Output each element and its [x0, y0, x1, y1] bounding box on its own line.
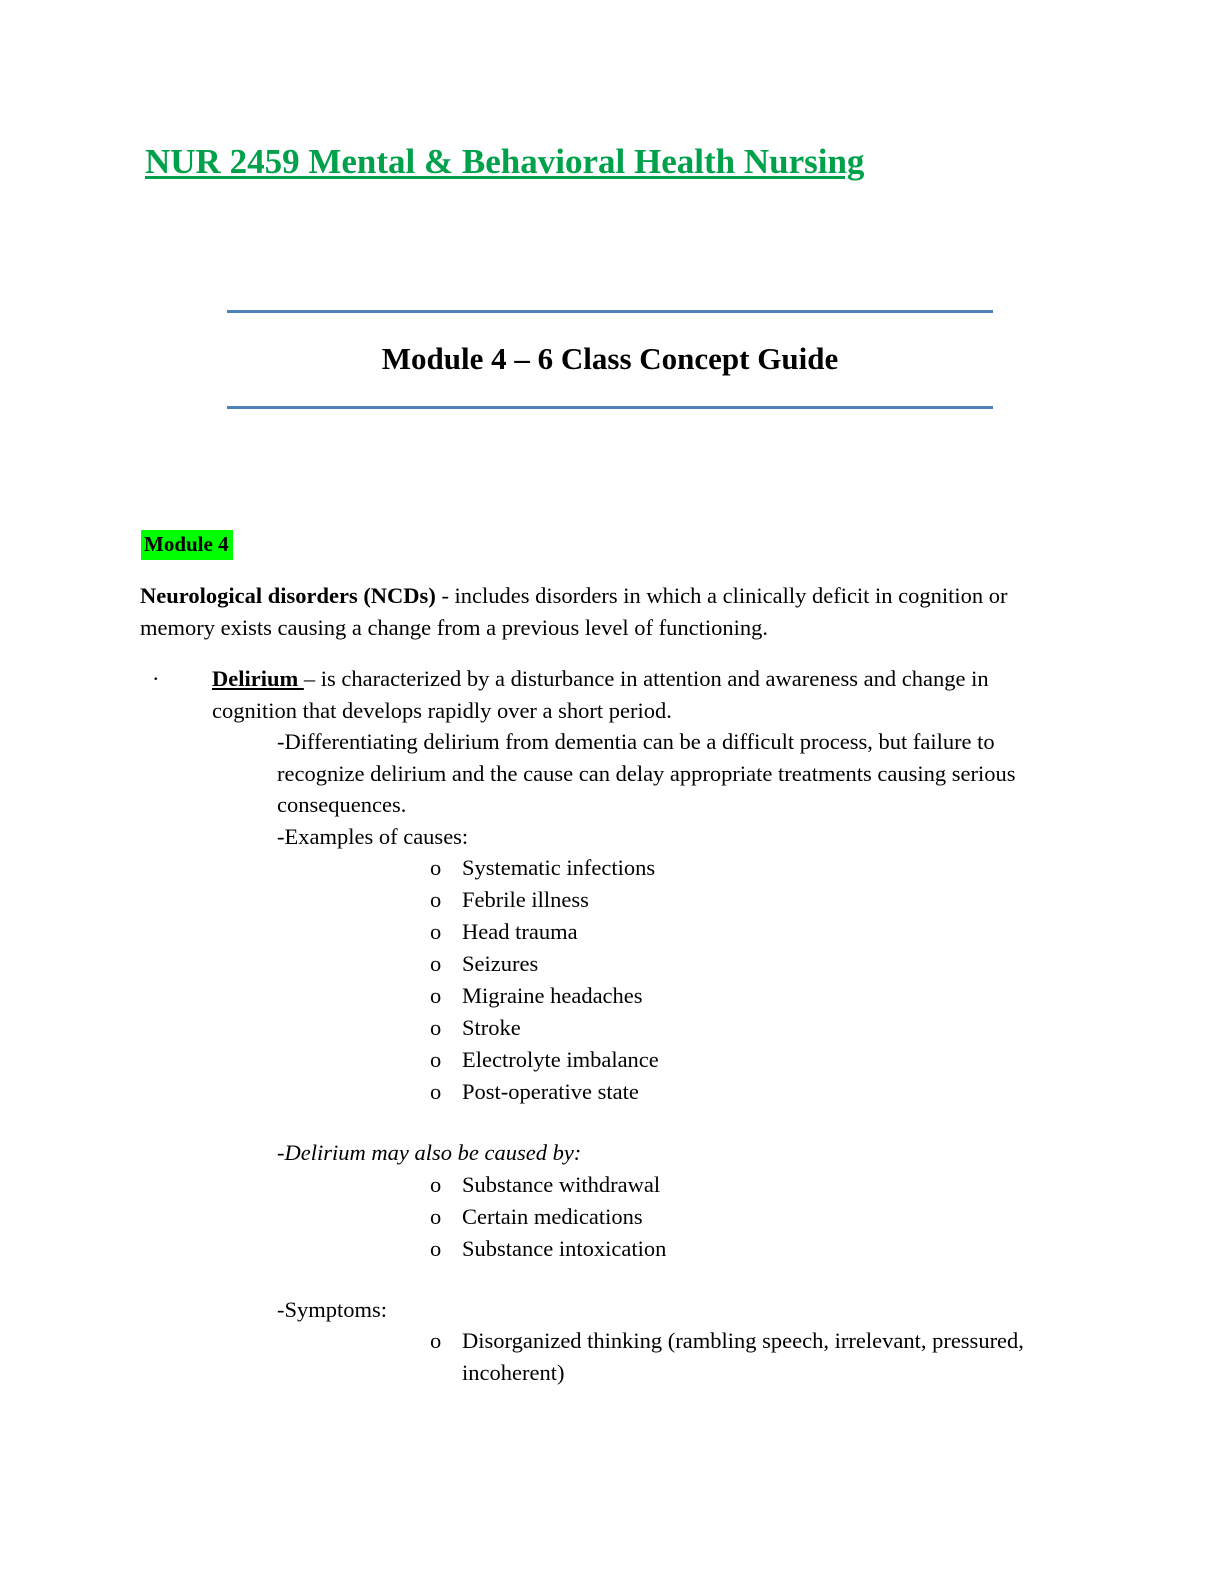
- list-item-label: Substance withdrawal: [462, 1171, 661, 1197]
- subsection-differentiating-label: -Differentiating delirium from dementia …: [277, 729, 1016, 817]
- o-bullet-icon: o: [430, 887, 442, 912]
- ncd-term: Neurological disorders (NCDs): [140, 583, 436, 608]
- list-item-label: Febrile illness: [462, 887, 589, 912]
- ncd-definition-paragraph: Neurological disorders (NCDs) - includes…: [140, 580, 1070, 643]
- cover-heading: Module 4 – 6 Class Concept Guide: [381, 341, 839, 376]
- o-bullet-icon: o: [430, 855, 442, 880]
- list-item: o Head trauma: [430, 916, 1070, 948]
- module-tag: Module 4: [141, 530, 233, 560]
- divider-bottom: [227, 406, 993, 409]
- o-bullet-icon: o: [430, 1235, 442, 1261]
- list-item: o Post-operative state: [430, 1076, 1070, 1108]
- list-item: o Substance intoxication: [430, 1233, 1070, 1265]
- module-tag-row: Module 4: [140, 528, 1070, 560]
- o-bullet-icon: o: [430, 1079, 442, 1104]
- list-item-label: Systematic infections: [462, 855, 656, 880]
- o-bullet-icon: o: [430, 1328, 442, 1353]
- o-bullet-icon: o: [430, 951, 442, 976]
- o-bullet-icon: o: [430, 1171, 442, 1197]
- list-item-label: Head trauma: [462, 919, 578, 944]
- list-item-label: Electrolyte imbalance: [462, 1047, 659, 1072]
- page-title: NUR 2459 Mental & Behavioral Health Nurs…: [145, 142, 865, 181]
- dot-bullet-icon: ·: [140, 663, 212, 695]
- list-item-label: Disorganized thinking (rambling speech, …: [462, 1328, 1024, 1385]
- list-item: o Substance withdrawal: [430, 1169, 1070, 1201]
- ncd-definition-text: - includes disorders in which a clinical…: [140, 583, 1008, 640]
- subsection-also-caused-by-label: -Delirium may also be caused by:: [277, 1140, 582, 1165]
- list-item: o Stroke: [430, 1012, 1070, 1044]
- delirium-definition-text: – is characterized by a disturbance in a…: [212, 666, 989, 723]
- document-body: Module 4 Neurological disorders (NCDs) -…: [140, 528, 1070, 1389]
- list-item-label: Seizures: [462, 951, 539, 976]
- list-item-label: Migraine headaches: [462, 983, 643, 1008]
- subsection-symptoms-label: -Symptoms:: [277, 1296, 388, 1322]
- list-item: o Febrile illness: [430, 884, 1070, 916]
- list-item-label: Certain medications: [462, 1203, 643, 1229]
- subsection-examples-label: -Examples of causes:: [277, 823, 469, 849]
- o-bullet-icon: o: [430, 919, 442, 944]
- dot-bullet-glyph: ·: [152, 666, 160, 691]
- list-item: o Systematic infections: [430, 852, 1070, 884]
- divider-top: [227, 310, 993, 313]
- o-bullet-icon: o: [430, 1203, 442, 1229]
- o-bullet-icon: o: [430, 983, 442, 1008]
- list-item: o Electrolyte imbalance: [430, 1044, 1070, 1076]
- list-item: o Disorganized thinking (rambling speech,…: [430, 1325, 1070, 1389]
- bullet-delirium: · Delirium – is characterized by a distur…: [140, 663, 1070, 726]
- list-item: o Migraine headaches: [430, 980, 1070, 1012]
- list-item-label: Stroke: [462, 1015, 521, 1040]
- list-symptoms: o Disorganized thinking (rambling speech,…: [430, 1325, 1070, 1389]
- list-item: o Seizures: [430, 948, 1070, 980]
- list-item: o Certain medications: [430, 1201, 1070, 1233]
- list-item-label: Substance intoxication: [462, 1235, 667, 1261]
- list-item-label: Post-operative state: [462, 1079, 639, 1104]
- cover-block: Module 4 – 6 Class Concept Guide: [227, 310, 993, 409]
- o-bullet-icon: o: [430, 1015, 442, 1040]
- o-bullet-icon: o: [430, 1047, 442, 1072]
- delirium-term: Delirium: [212, 666, 304, 691]
